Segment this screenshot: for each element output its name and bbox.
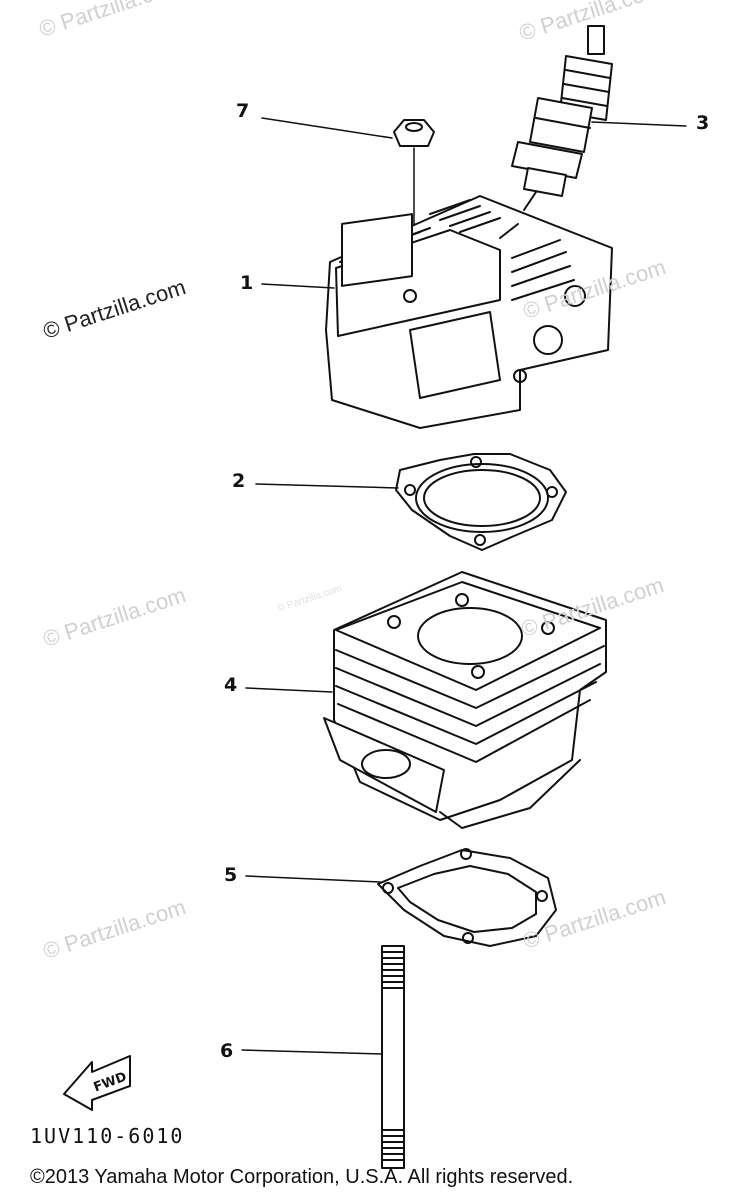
callout-7: 7 xyxy=(236,100,250,122)
callout-5: 5 xyxy=(224,864,238,886)
fwd-arrow-icon: FWD xyxy=(63,1055,131,1111)
diagram-part-code: 1UV110-6010 xyxy=(30,1124,185,1148)
callout-3: 3 xyxy=(696,112,710,134)
cylinder-part xyxy=(323,571,607,829)
cylinder-head-part xyxy=(325,195,613,429)
stud-bolt-part xyxy=(381,945,405,1169)
callout-4: 4 xyxy=(224,674,238,696)
spark-plug-part xyxy=(511,25,613,211)
callout-6: 6 xyxy=(220,1040,234,1062)
leader-lines xyxy=(241,117,687,1055)
copyright-notice: ©2013 Yamaha Motor Corporation, U.S.A. A… xyxy=(30,1166,574,1188)
head-gasket-part xyxy=(395,453,567,551)
base-gasket-part xyxy=(377,848,557,947)
callout-1: 1 xyxy=(240,272,254,294)
callout-2: 2 xyxy=(232,470,246,492)
